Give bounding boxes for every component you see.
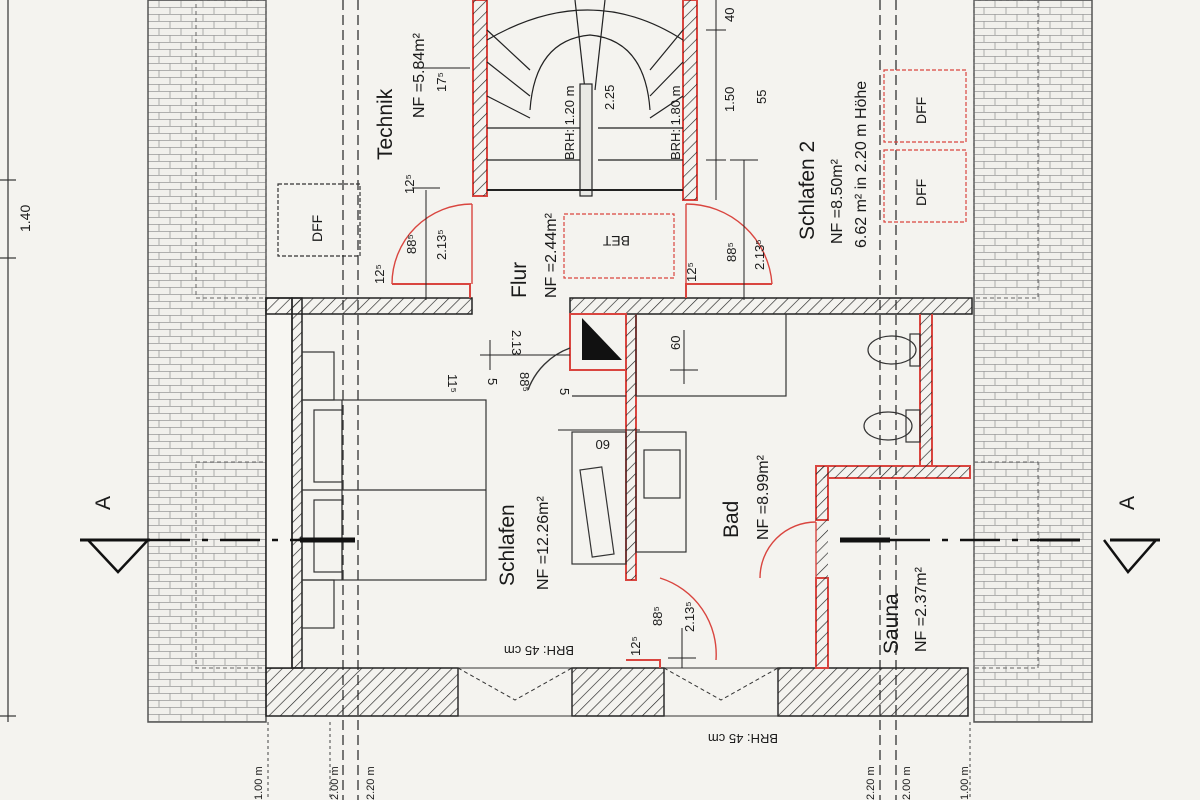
dff-label-left: DFF	[309, 215, 325, 242]
dim-213-a: 2.13⁵	[434, 229, 449, 260]
room-area-bad: NF =8.99m²	[755, 454, 772, 540]
dim-5-a: 5	[485, 378, 500, 385]
room-name-sauna: Sauna	[880, 593, 903, 654]
dim-885-c: 88⁵	[517, 372, 532, 392]
dim-213-c: 2.13⁵	[682, 601, 697, 632]
room-area-flur: NF =2.44m²	[543, 212, 560, 298]
room-name-schlafen2: Schlafen 2	[796, 141, 819, 240]
roof-tiles-right	[973, 0, 1093, 723]
section-label-right: A	[1116, 496, 1139, 510]
roof-tiles-left	[147, 0, 267, 723]
bottom-dim-2: 2.00 m	[329, 766, 341, 800]
staircase	[486, 0, 684, 197]
brh-stair-right: BRH: 1.80 m	[668, 86, 683, 160]
dim-885-a: 88⁵	[404, 234, 419, 254]
dim-55: 55	[754, 90, 769, 104]
dim-60: 60	[668, 336, 683, 350]
dim-125-a: 12⁵	[402, 174, 417, 194]
room-area-sauna: NF =2.37m²	[913, 566, 930, 652]
bed	[301, 351, 487, 629]
room-name-schlafen: Schlafen	[496, 504, 519, 586]
dim-885-b: 88⁵	[724, 242, 739, 262]
room-area-schlafen: NF =12.26m²	[535, 496, 552, 590]
dim-17: 17⁵	[434, 72, 449, 92]
brh-45-upper: BRH: 45 cm	[504, 643, 574, 658]
bottom-dim-5: 2.00 m	[901, 766, 913, 800]
dim-140: 1.40	[17, 205, 33, 232]
dim-125-c: 12⁵	[684, 262, 699, 282]
bottom-dim-4: 2.20 m	[865, 766, 877, 800]
brh-stair-left: BRH: 1.20 m	[562, 86, 577, 160]
shaft-fill	[582, 318, 622, 360]
dff-label-right-bottom: DFF	[913, 179, 929, 206]
dim-5-b: 5	[557, 388, 572, 395]
dff-label-right-top: DFF	[913, 97, 929, 124]
section-label-left: A	[92, 496, 115, 510]
room-area-schlafen2: NF =8.50m²	[829, 158, 846, 244]
brh-45-lower: BRH: 45 cm	[708, 731, 778, 746]
section-arrows	[87, 539, 1157, 574]
dim-213-b: 2.13⁵	[752, 239, 767, 270]
left-dimension-line	[0, 0, 16, 722]
dimension-lines	[412, 0, 758, 668]
dim-885-d: 88⁵	[650, 606, 665, 626]
bottom-dim-3: 2.20 m	[365, 766, 377, 800]
bath-fixtures	[571, 313, 921, 565]
dim-60-b: 60	[596, 437, 610, 452]
room-name-technik: Technik	[374, 88, 397, 160]
stair-225: 2.25	[602, 85, 617, 110]
room-name-flur: Flur	[508, 262, 531, 298]
room-name-bad: Bad	[720, 501, 743, 538]
door-swings	[391, 203, 817, 661]
dim-125-b: 12⁵	[372, 264, 387, 284]
room-note-schlafen2: 6.62 m² in 2.20 m Höhe	[853, 81, 870, 248]
bet-label: BET	[602, 233, 630, 249]
bottom-windows	[457, 667, 779, 717]
dim-40: 40	[722, 8, 737, 22]
bottom-dim-1: 1.00 m	[253, 766, 265, 800]
room-area-technik: NF =5.84m²	[411, 32, 428, 118]
dim-115: 11⁵	[445, 374, 460, 393]
dim-flur-213: 2.13	[509, 330, 524, 355]
skylights	[277, 69, 967, 279]
dim-150: 1.50	[722, 87, 737, 112]
bottom-dim-6: 1.00 m	[959, 766, 971, 800]
dim-125-d: 12⁵	[628, 636, 643, 656]
